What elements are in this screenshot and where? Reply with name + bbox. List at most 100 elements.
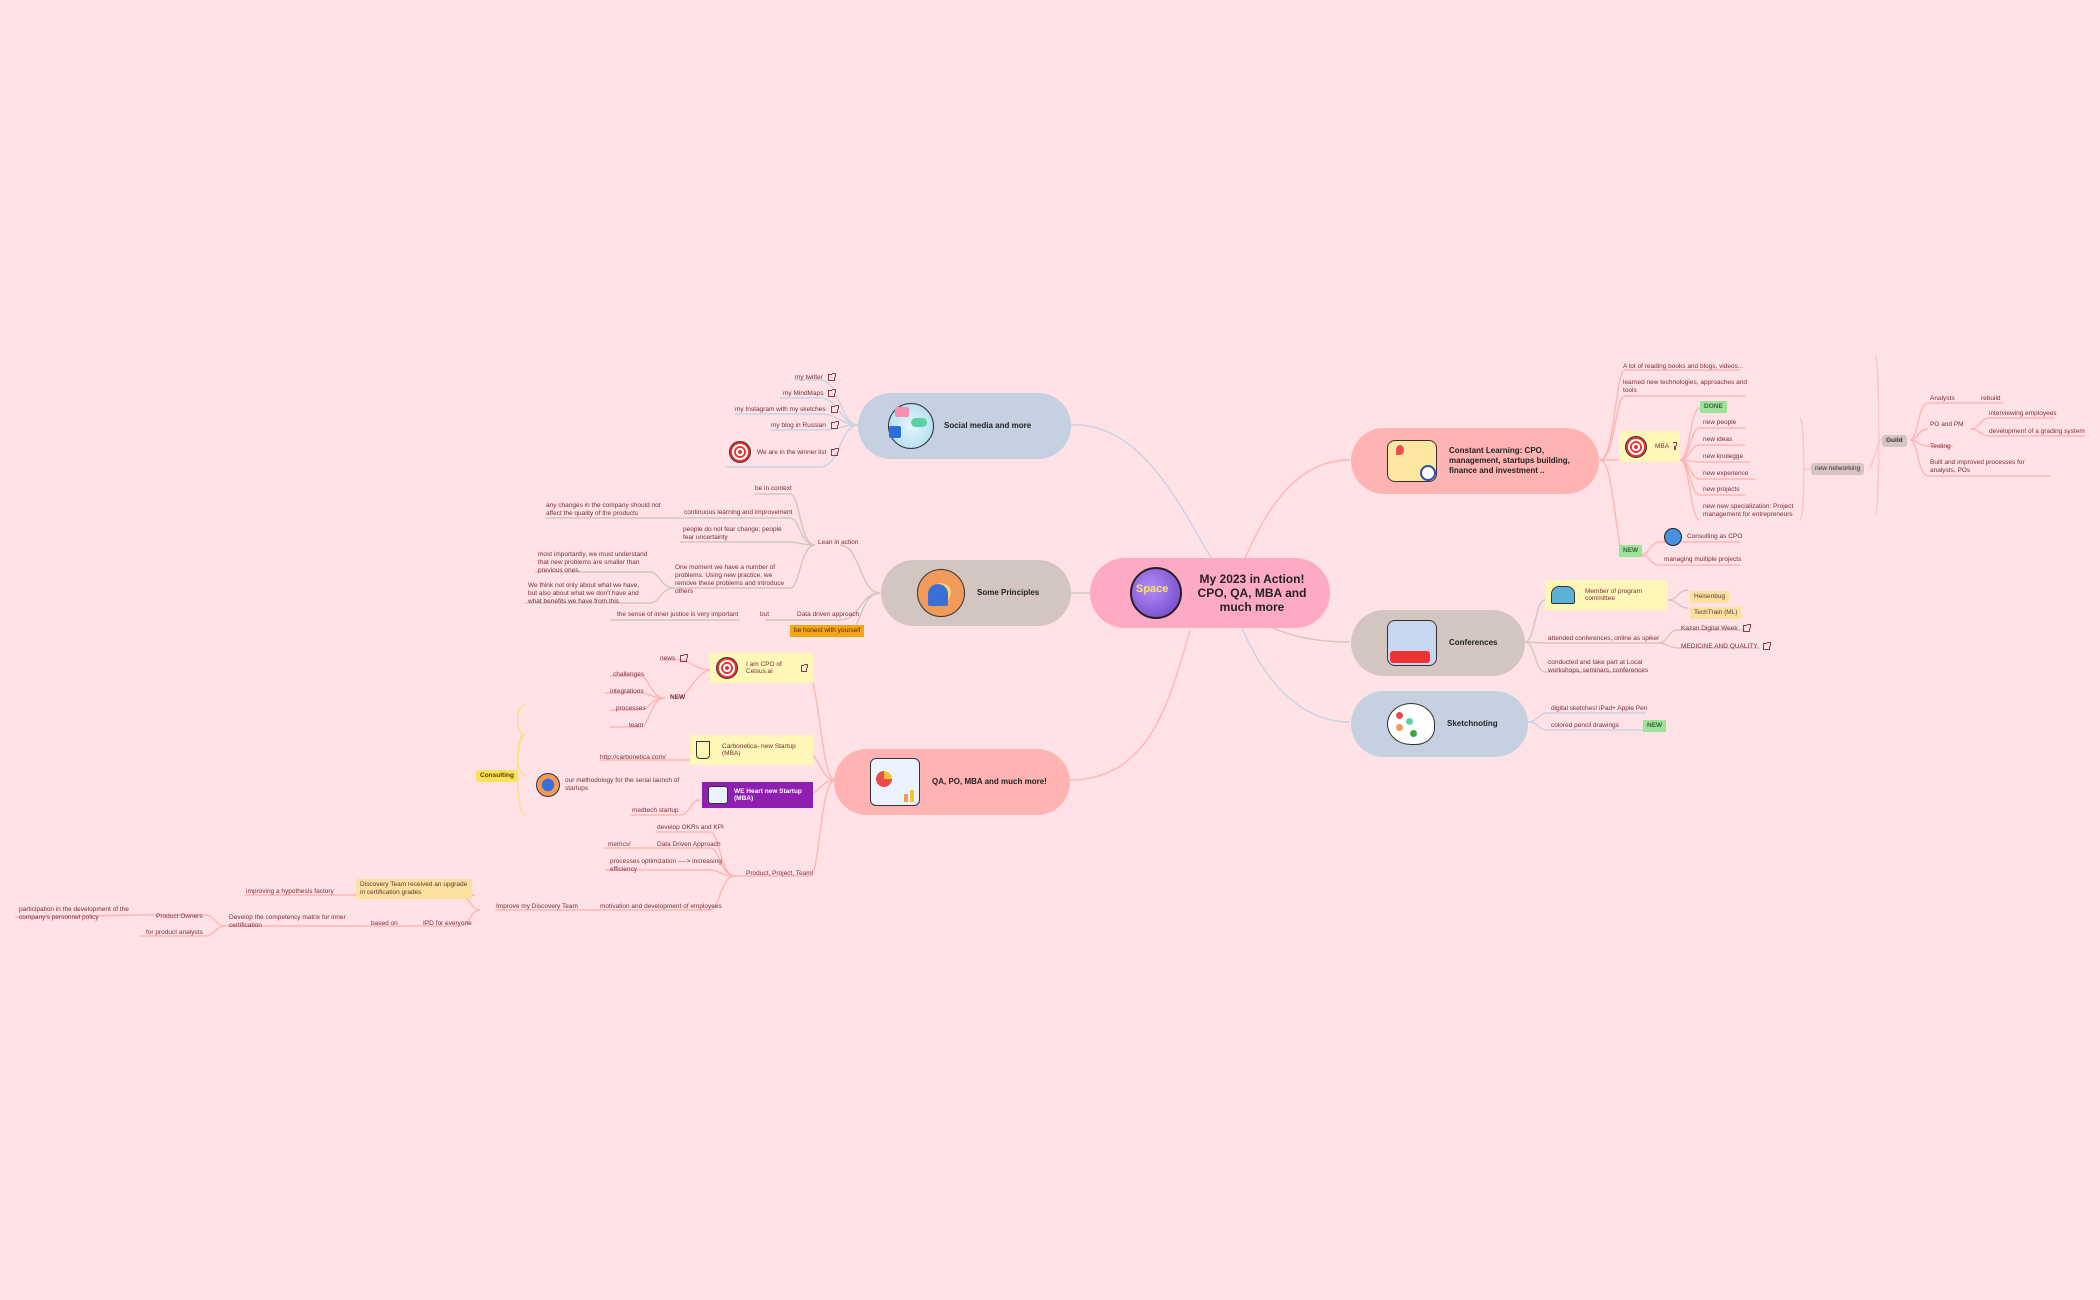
node-conducted-workshops[interactable]: conducted and take part at Local worksho…	[1548, 659, 1649, 674]
people-group-icon	[1551, 586, 1575, 604]
node-carbonetica[interactable]: Carbonetica- new Startup (MBA)	[690, 735, 813, 765]
link-kazan-digital-week[interactable]: Kazan Digital Week	[1681, 624, 1751, 633]
external-link-icon[interactable]	[827, 373, 836, 381]
external-link-icon[interactable]	[830, 405, 839, 413]
node-new-networking[interactable]: new networking	[1811, 463, 1865, 475]
node-new-people[interactable]: new people	[1703, 419, 1737, 426]
node-okr-kpi[interactable]: develop OKRs and KPI	[657, 824, 724, 831]
node-discovery-upgrade[interactable]: Discovery Team received an upgrade in ce…	[356, 879, 472, 899]
node-but[interactable]: but	[760, 611, 770, 618]
tag-new[interactable]: NEW	[1643, 720, 1667, 732]
social-link-twitter[interactable]: my twitter	[795, 373, 836, 382]
branch-constant-learning[interactable]: Constant Learning: CPO, management, star…	[1351, 428, 1599, 494]
node-product-project-team[interactable]: Product, Project, Team!	[746, 870, 814, 877]
node-team[interactable]: team	[629, 722, 644, 729]
tag-heisenbug[interactable]: Heisenbug	[1690, 591, 1730, 603]
node-processes[interactable]: processes	[616, 705, 646, 712]
node-analysts[interactable]: Analysts	[1930, 395, 1955, 402]
node-new-projects[interactable]: new projects	[1703, 486, 1740, 493]
node-consulting-cpo[interactable]: Consulting as CPO	[1687, 533, 1743, 540]
node-interviewing[interactable]: interviewing employees	[1989, 410, 2057, 417]
branch-qa-po-mba[interactable]: QA, PO, MBA and much more!	[834, 749, 1070, 815]
root-node[interactable]: Space My 2023 in Action! CPO, QA, MBA an…	[1090, 558, 1330, 628]
external-link-icon[interactable]	[828, 389, 837, 397]
node-improve-discovery[interactable]: Improve my Discovery Team	[496, 903, 578, 910]
branch-label: QA, PO, MBA and much more!	[932, 777, 1047, 786]
node-product-analysts[interactable]: for product analysts	[146, 929, 203, 936]
node-new-problems-smaller[interactable]: most importantly, we must understand tha…	[538, 551, 648, 574]
node-challenges[interactable]: challenges	[613, 671, 645, 678]
node-one-moment[interactable]: One moment we have a number of problems.…	[675, 564, 785, 595]
node-process-optimization[interactable]: processes optimization ----> increasing …	[610, 858, 722, 873]
external-link-icon[interactable]	[801, 663, 808, 672]
node-new-ideas[interactable]: new ideas	[1703, 436, 1733, 443]
social-link-instagram[interactable]: my Instagram with my sketches	[735, 405, 839, 414]
social-link-blog[interactable]: my blog in Russian	[771, 421, 839, 430]
node-hypothesis-factory[interactable]: improving a hypothesis factory	[246, 888, 334, 895]
external-link-icon[interactable]	[831, 448, 840, 456]
external-link-icon[interactable]	[680, 654, 689, 662]
node-we-heart[interactable]: WE Heart new Startup (MBA)	[702, 782, 813, 808]
node-ipd-everyone[interactable]: IPD for everyone	[423, 920, 472, 927]
node-competency-matrix[interactable]: Develop the competency matrix for inner …	[229, 914, 346, 929]
tag-done[interactable]: DONE	[1700, 401, 1727, 413]
tag-new[interactable]: NEW	[670, 694, 686, 701]
link-medicine-quality[interactable]: MEDICINE AND QUALITY	[1681, 642, 1771, 651]
node-new-knowledge[interactable]: new knolegge	[1703, 453, 1744, 460]
node-po-pm[interactable]: PO and PM	[1930, 421, 1964, 428]
tag-be-honest[interactable]: be honest with yourself	[790, 625, 865, 637]
external-link-icon[interactable]	[1762, 642, 1771, 650]
node-testing[interactable]: Testing	[1930, 443, 1951, 450]
node-attended-conferences[interactable]: attended conferences, online as spiker	[1548, 635, 1660, 642]
node-cpo-celsus[interactable]: I am CPO of Celsus.ai	[710, 653, 813, 683]
social-link-winner-list[interactable]: We are in the winner list	[757, 448, 840, 457]
node-digital-sketches[interactable]: digital sketches! iPad+ Apple Pen	[1551, 705, 1648, 712]
node-inner-justice[interactable]: the sense of inner justice is very impor…	[617, 611, 739, 618]
node-quality-of-products[interactable]: any changes in the company should not af…	[546, 502, 661, 517]
node-reading[interactable]: A lot of reading books and blogs, videos…	[1623, 363, 1744, 370]
target-icon	[716, 657, 738, 679]
node-personnel-policy[interactable]: participation in the development of the …	[19, 906, 129, 921]
node-data-driven-approach[interactable]: Data driven approach	[797, 611, 860, 618]
node-rebuild[interactable]: rebuild	[1981, 395, 2001, 402]
node-new-specialization[interactable]: new new specialization: Project manageme…	[1703, 503, 1794, 518]
node-guild[interactable]: Guild	[1882, 435, 1907, 447]
tag-techtrain[interactable]: TechTrain (ML)	[1690, 607, 1742, 619]
node-continuous-learning[interactable]: continuous learning and improvement	[684, 509, 793, 516]
node-lean-in-action[interactable]: Lean in action	[818, 539, 859, 546]
node-program-committee[interactable]: Member of program committee	[1545, 580, 1668, 610]
node-methodology[interactable]: our methodology for the serial launch of…	[565, 777, 680, 792]
node-think-not-only[interactable]: We think not only about what we have, bu…	[528, 582, 640, 605]
branch-some-principles[interactable]: Some Principles	[881, 560, 1071, 626]
node-new-experience[interactable]: new experience	[1703, 470, 1749, 477]
node-motivation[interactable]: motivation and development of employees	[600, 903, 722, 910]
node-colored-pencil[interactable]: colored pencil drawings	[1551, 722, 1619, 729]
external-link-icon[interactable]	[830, 421, 839, 429]
node-mba[interactable]: MBA	[1619, 431, 1680, 462]
external-link-icon[interactable]	[1742, 624, 1751, 632]
branch-social-media[interactable]: Social media and more	[858, 393, 1071, 459]
node-learned-tech[interactable]: learned new technologies, approaches and…	[1623, 379, 1747, 394]
branch-conferences[interactable]: Conferences	[1351, 610, 1525, 676]
methodology-icon	[536, 773, 560, 797]
tag-new[interactable]: NEW	[1619, 545, 1643, 557]
node-integrations[interactable]: integrations	[610, 688, 644, 695]
node-grading-system[interactable]: development of a grading system	[1989, 428, 2085, 435]
node-based-on[interactable]: based on	[371, 920, 398, 927]
node-data-driven[interactable]: Data Driven Approach	[657, 841, 721, 848]
link-carbonetica-url[interactable]: http://carbonetica.com/	[600, 754, 666, 761]
node-medtech-startup[interactable]: medtech startup	[632, 807, 679, 814]
node-be-in-context[interactable]: be in context	[755, 485, 792, 492]
node-managing-projects[interactable]: managing multiple projects	[1664, 556, 1742, 563]
social-link-mindmaps[interactable]: my MindMaps	[783, 389, 837, 398]
node-fear-uncertainty[interactable]: people do not fear change; people fear u…	[683, 526, 782, 541]
tag-consulting[interactable]: Consulting	[476, 770, 518, 782]
external-link-icon[interactable]	[1673, 442, 1678, 450]
branch-label: Sketchnoting	[1447, 719, 1498, 728]
node-news[interactable]: news	[660, 654, 689, 663]
node-metrics[interactable]: metrics!	[608, 841, 631, 848]
node-product-owners[interactable]: Product Owners	[156, 913, 203, 920]
node-built-processes[interactable]: Built and improved processes for analyst…	[1930, 459, 2025, 474]
branch-sketchnoting[interactable]: Sketchnoting	[1351, 691, 1528, 757]
target-icon	[1625, 435, 1647, 458]
